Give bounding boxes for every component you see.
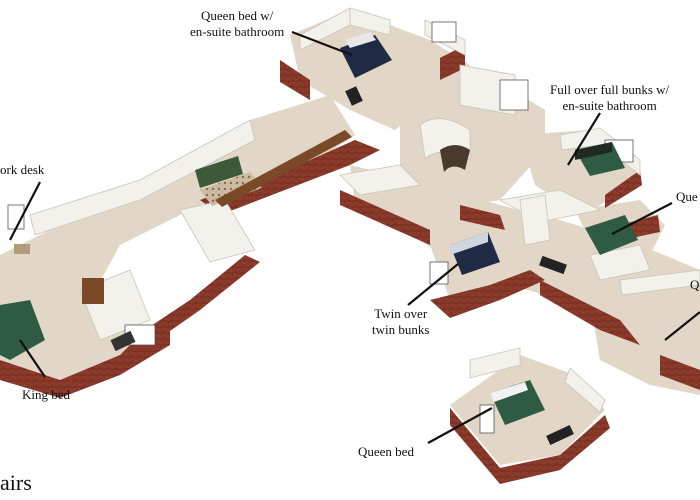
label-queen-bed: Queen bed bbox=[358, 444, 414, 459]
label-work-desk: ork desk bbox=[0, 162, 45, 177]
label-queen-ensuite: Queen bed w/ en-suite bathroom bbox=[190, 8, 284, 40]
label-line: en-suite bathroom bbox=[190, 24, 285, 39]
label-line: twin bunks bbox=[372, 322, 430, 337]
label-queen-right-2: Q bbox=[690, 277, 700, 292]
label-queen-right: Que bbox=[676, 189, 698, 204]
brick-exterior bbox=[0, 45, 700, 484]
label-king-bed: King bed bbox=[22, 387, 71, 402]
label-line: Full over full bunks w/ bbox=[550, 82, 670, 97]
floor-caption: airs bbox=[0, 470, 32, 495]
leader-lines bbox=[9, 30, 700, 444]
label-line: en-suite bathroom bbox=[562, 98, 657, 113]
label-line: Twin over bbox=[374, 306, 428, 321]
furniture bbox=[0, 32, 638, 446]
label-line: Queen bed w/ bbox=[201, 8, 274, 23]
label-full-bunks: Full over full bunks w/ en-suite bathroo… bbox=[550, 82, 669, 114]
label-twin-bunks: Twin over twin bunks bbox=[372, 306, 429, 338]
